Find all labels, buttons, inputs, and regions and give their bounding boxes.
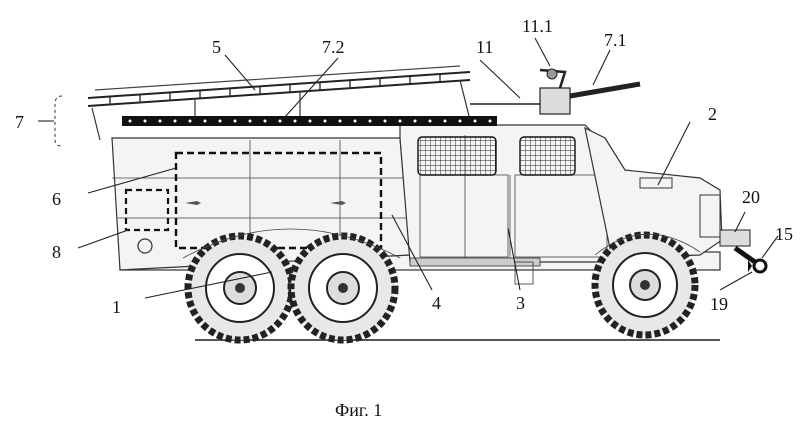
ladder: [87, 65, 471, 141]
tow-ring: [752, 258, 768, 274]
radiator-grille: [699, 194, 721, 238]
wheel-rear-1: [184, 232, 296, 344]
roof-monitor: [470, 68, 641, 115]
bracket-7: [54, 95, 63, 147]
label-7: 7: [15, 112, 24, 132]
label-19: 19: [710, 294, 728, 314]
label-11-1: 11.1: [522, 16, 553, 36]
handle: [185, 201, 201, 205]
label-3: 3: [516, 293, 525, 313]
figure-caption: Фиг. 1: [335, 400, 382, 420]
label-15: 15: [775, 224, 793, 244]
wheel-front: [591, 231, 699, 339]
compartment-outline: [174, 151, 383, 250]
label-8: 8: [52, 242, 61, 262]
label-7-1: 7.1: [604, 30, 627, 50]
cab-window-grille: [417, 136, 497, 176]
label-4: 4: [432, 293, 441, 313]
compartment-outline-small: [124, 188, 170, 232]
handle: [330, 201, 346, 205]
cab-window-grille: [519, 136, 576, 176]
label-2: 2: [708, 104, 717, 124]
label-5: 5: [212, 37, 221, 57]
label-11: 11: [476, 37, 493, 57]
wheel-rear-2: [287, 232, 399, 344]
label-6: 6: [52, 189, 61, 209]
front-bumper: [719, 229, 751, 247]
label-7-2: 7.2: [322, 37, 345, 57]
label-20: 20: [742, 187, 760, 207]
tow-bar: [733, 245, 757, 265]
label-1: 1: [112, 297, 121, 317]
leader-lines: [38, 37, 779, 299]
